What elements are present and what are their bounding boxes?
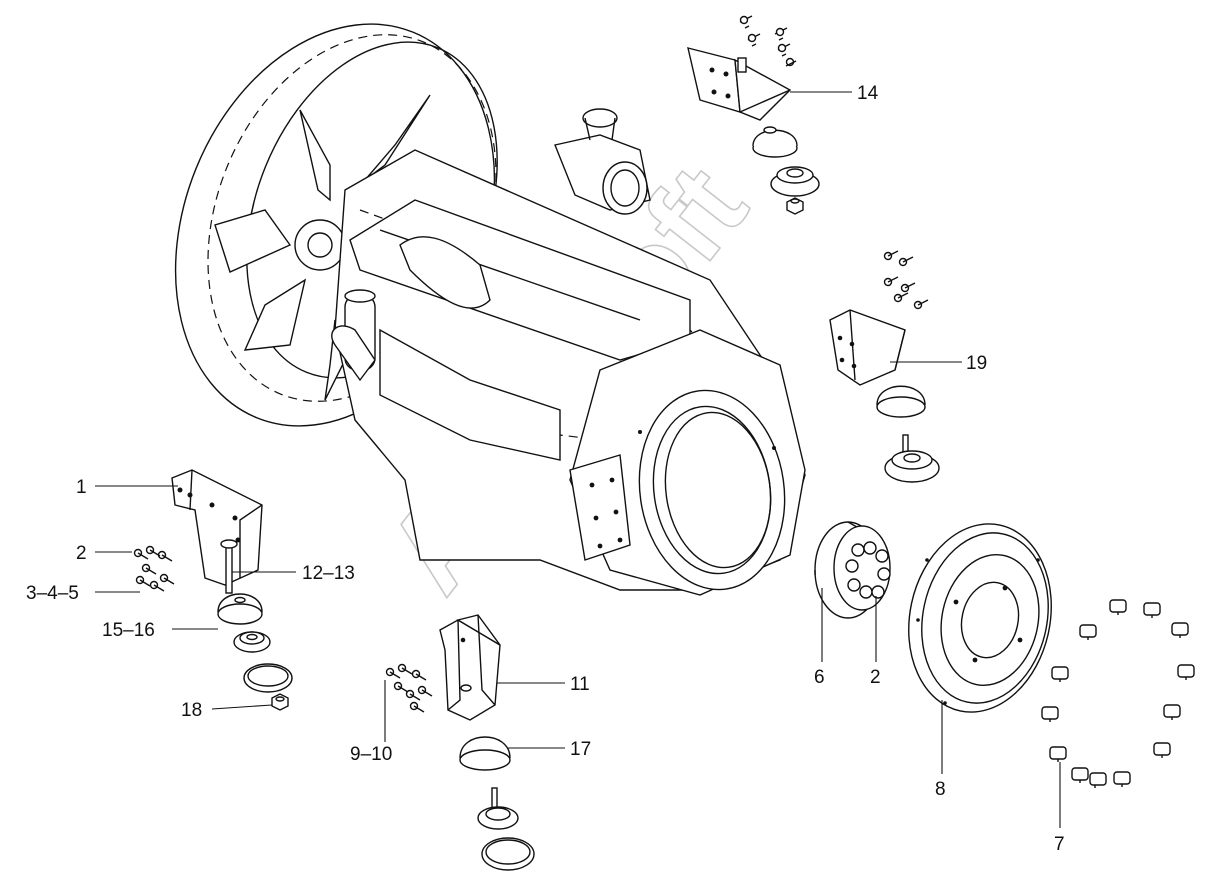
callout-19: 19 — [966, 353, 987, 374]
callout-2-hub: 2 — [870, 667, 881, 688]
flywheel-housing — [569, 329, 806, 596]
callout-11: 11 — [570, 674, 590, 695]
callout-15-16: 15–16 — [102, 620, 155, 641]
rubber-mount-17 — [459, 736, 519, 830]
callout-1: 1 — [76, 477, 87, 498]
callout-8: 8 — [935, 779, 946, 800]
mount-bracket-1 — [171, 469, 263, 586]
washer-ring-left — [243, 663, 293, 693]
callout-6: 6 — [814, 667, 825, 688]
rubber-mount-14 — [752, 126, 820, 215]
mount-bracket-14 — [687, 47, 792, 121]
mount-stud-12-13 — [220, 539, 238, 594]
callout-2-left: 2 — [76, 543, 87, 564]
mount-bracket-11 — [439, 614, 501, 721]
callout-17: 17 — [570, 739, 591, 760]
bolts-19 — [883, 250, 929, 310]
flywheel-8 — [908, 523, 1052, 713]
rubber-mount-19 — [876, 385, 940, 483]
callout-12-13: 12–13 — [302, 563, 355, 584]
bolts-2-3-4-5 — [133, 545, 175, 592]
engine-assembly — [174, 23, 806, 596]
callout-14: 14 — [857, 83, 879, 104]
bolts-14 — [739, 15, 797, 67]
bolts-2-hub — [845, 541, 891, 599]
washer-ring-center — [481, 837, 535, 871]
leader-lines — [95, 91, 1061, 828]
callout-9-10: 9–10 — [350, 744, 392, 765]
nut-18 — [271, 693, 289, 711]
callout-labels: 1 2 3–4–5 15–16 18 12–13 9–10 11 17 14 1… — [26, 83, 1065, 855]
fan-shroud — [174, 23, 498, 427]
callout-7: 7 — [1054, 834, 1065, 855]
callout-18: 18 — [181, 700, 202, 721]
rubber-mount-15-16 — [217, 593, 271, 653]
bolts-7 — [1041, 599, 1195, 788]
bolts-9-10 — [385, 663, 433, 713]
callout-3-4-5: 3–4–5 — [26, 583, 79, 604]
mount-bracket-19 — [829, 309, 906, 386]
engine-block — [331, 108, 806, 591]
